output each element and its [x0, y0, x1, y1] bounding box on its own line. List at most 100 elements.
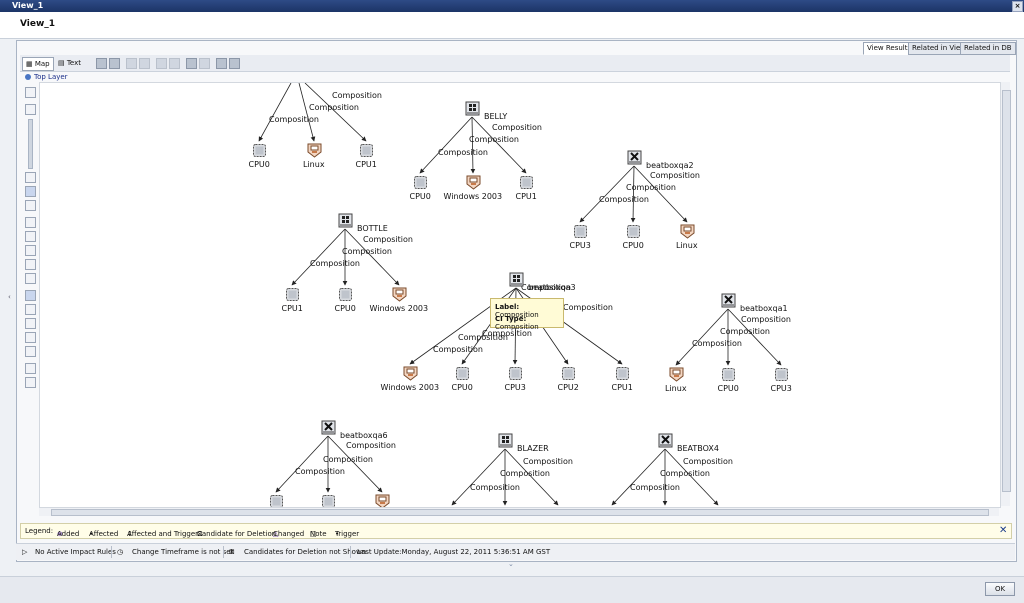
composition-edge[interactable] — [419, 116, 473, 174]
composition-edge[interactable] — [664, 448, 719, 506]
select-icon[interactable] — [25, 186, 36, 197]
overview-icon[interactable] — [25, 231, 36, 242]
composition-edge[interactable] — [258, 83, 292, 142]
linux-node-icon[interactable] — [680, 224, 695, 239]
os-node-icon[interactable] — [403, 366, 418, 381]
unix-node-icon[interactable] — [721, 293, 736, 308]
windows-node-icon[interactable] — [498, 433, 513, 448]
unix-node-icon[interactable] — [658, 433, 673, 448]
composition-edge[interactable] — [675, 308, 729, 366]
cpu-node-icon[interactable] — [413, 175, 428, 190]
cpu-node-icon[interactable] — [774, 367, 789, 382]
edge-label: Composition — [458, 333, 508, 342]
cpu-node-icon[interactable] — [359, 143, 374, 158]
horizontal-scroll-thumb[interactable] — [51, 509, 989, 516]
circular-layout-icon[interactable] — [25, 318, 36, 329]
windows-node-icon[interactable] — [465, 101, 480, 116]
composition-edge[interactable] — [304, 83, 367, 142]
delete-icon[interactable] — [156, 58, 167, 69]
windows-node-icon[interactable] — [509, 272, 524, 287]
cpu-node-icon[interactable] — [519, 175, 534, 190]
expand-handle-icon[interactable]: ⌄ — [508, 560, 514, 568]
pan-icon[interactable] — [25, 200, 36, 211]
add-related-icon[interactable] — [186, 58, 197, 69]
cpu-node-icon[interactable] — [508, 366, 523, 381]
edge-tooltip: Label: Composition CI Type: Composition — [490, 298, 564, 331]
composition-edge[interactable] — [633, 165, 688, 223]
flag-icon[interactable] — [25, 273, 36, 284]
linux-node-icon[interactable] — [375, 494, 390, 507]
edge-label: Composition — [683, 457, 733, 466]
composition-edge[interactable] — [291, 228, 346, 286]
node-label: CPU0 — [451, 383, 473, 392]
cpu-node-icon[interactable] — [338, 287, 353, 302]
link-icon[interactable] — [25, 245, 36, 256]
grid-layout-icon[interactable] — [25, 332, 36, 343]
composition-edge[interactable] — [275, 435, 329, 493]
close-legend-icon[interactable]: ✕ — [999, 525, 1008, 536]
windows-node-icon[interactable] — [338, 213, 353, 228]
cpu-node-icon[interactable] — [269, 494, 284, 507]
layout-icon[interactable] — [109, 58, 120, 69]
top-layer-breadcrumb[interactable]: Top Layer — [25, 73, 68, 81]
composition-edge[interactable] — [727, 308, 782, 366]
remove-icon[interactable] — [199, 58, 210, 69]
composition-edge[interactable] — [298, 83, 316, 142]
tab-related-in-db[interactable]: Related in DB — [960, 42, 1016, 55]
export-icon[interactable] — [229, 58, 240, 69]
cpu-node-icon[interactable] — [561, 366, 576, 381]
composition-edge[interactable] — [470, 116, 476, 174]
composition-edge[interactable] — [451, 448, 506, 506]
edge-label: Composition — [269, 115, 319, 124]
os-node-icon[interactable] — [466, 175, 481, 190]
cpu-node-icon[interactable] — [321, 494, 336, 507]
zoom-in-icon[interactable] — [25, 104, 36, 115]
zoom-out-icon[interactable] — [25, 172, 36, 183]
linux-node-icon[interactable] — [669, 367, 684, 382]
map-view-button[interactable]: ▦ Map — [22, 57, 54, 71]
move-up-icon[interactable] — [126, 58, 137, 69]
cpu-node-icon[interactable] — [626, 224, 641, 239]
unix-node-icon[interactable] — [627, 150, 642, 165]
fit-icon[interactable] — [25, 87, 36, 98]
composition-edge[interactable] — [611, 448, 666, 506]
zoom-slider[interactable] — [28, 119, 33, 169]
collapse-panel-icon[interactable]: ‹ — [8, 293, 11, 301]
vertical-scroll-thumb[interactable] — [1002, 90, 1011, 492]
horizontal-scrollbar[interactable] — [39, 507, 999, 516]
composition-edge[interactable] — [344, 228, 400, 286]
orthogonal-layout-icon[interactable] — [25, 304, 36, 315]
composition-edge[interactable] — [579, 165, 635, 223]
text-view-button[interactable]: ▤ Text — [58, 57, 81, 69]
cpu-node-icon[interactable] — [615, 366, 630, 381]
unix-node-icon[interactable] — [321, 420, 336, 435]
linux-node-icon[interactable] — [307, 143, 322, 158]
move-down-icon[interactable] — [139, 58, 150, 69]
composition-edge[interactable] — [327, 435, 383, 493]
cpu-node-icon[interactable] — [252, 143, 267, 158]
print-icon[interactable] — [25, 363, 36, 374]
sort-icon[interactable] — [96, 58, 107, 69]
composition-edge[interactable] — [471, 116, 527, 174]
tree-layout-icon[interactable] — [25, 346, 36, 357]
os-node-icon[interactable] — [392, 287, 407, 302]
hierarchical-layout-icon[interactable] — [25, 290, 36, 301]
composition-edge[interactable] — [630, 165, 636, 223]
cpu-node-icon[interactable] — [285, 287, 300, 302]
cpu-node-icon[interactable] — [573, 224, 588, 239]
composition-edge[interactable] — [504, 448, 559, 506]
vertical-scrollbar[interactable] — [1000, 82, 1011, 506]
edge-label: Composition — [469, 135, 519, 144]
properties-icon[interactable] — [216, 58, 227, 69]
table-icon: ▤ — [58, 59, 67, 67]
close-icon[interactable]: × — [1012, 1, 1023, 12]
cpu-node-icon[interactable] — [455, 366, 470, 381]
lock-icon[interactable] — [25, 259, 36, 270]
print-preview-icon[interactable] — [25, 377, 36, 388]
affected-icon: • — [89, 530, 94, 538]
hierarchy-icon[interactable] — [25, 217, 36, 228]
copy-icon[interactable] — [169, 58, 180, 69]
ok-button[interactable]: OK — [985, 582, 1015, 596]
cpu-node-icon[interactable] — [721, 367, 736, 382]
